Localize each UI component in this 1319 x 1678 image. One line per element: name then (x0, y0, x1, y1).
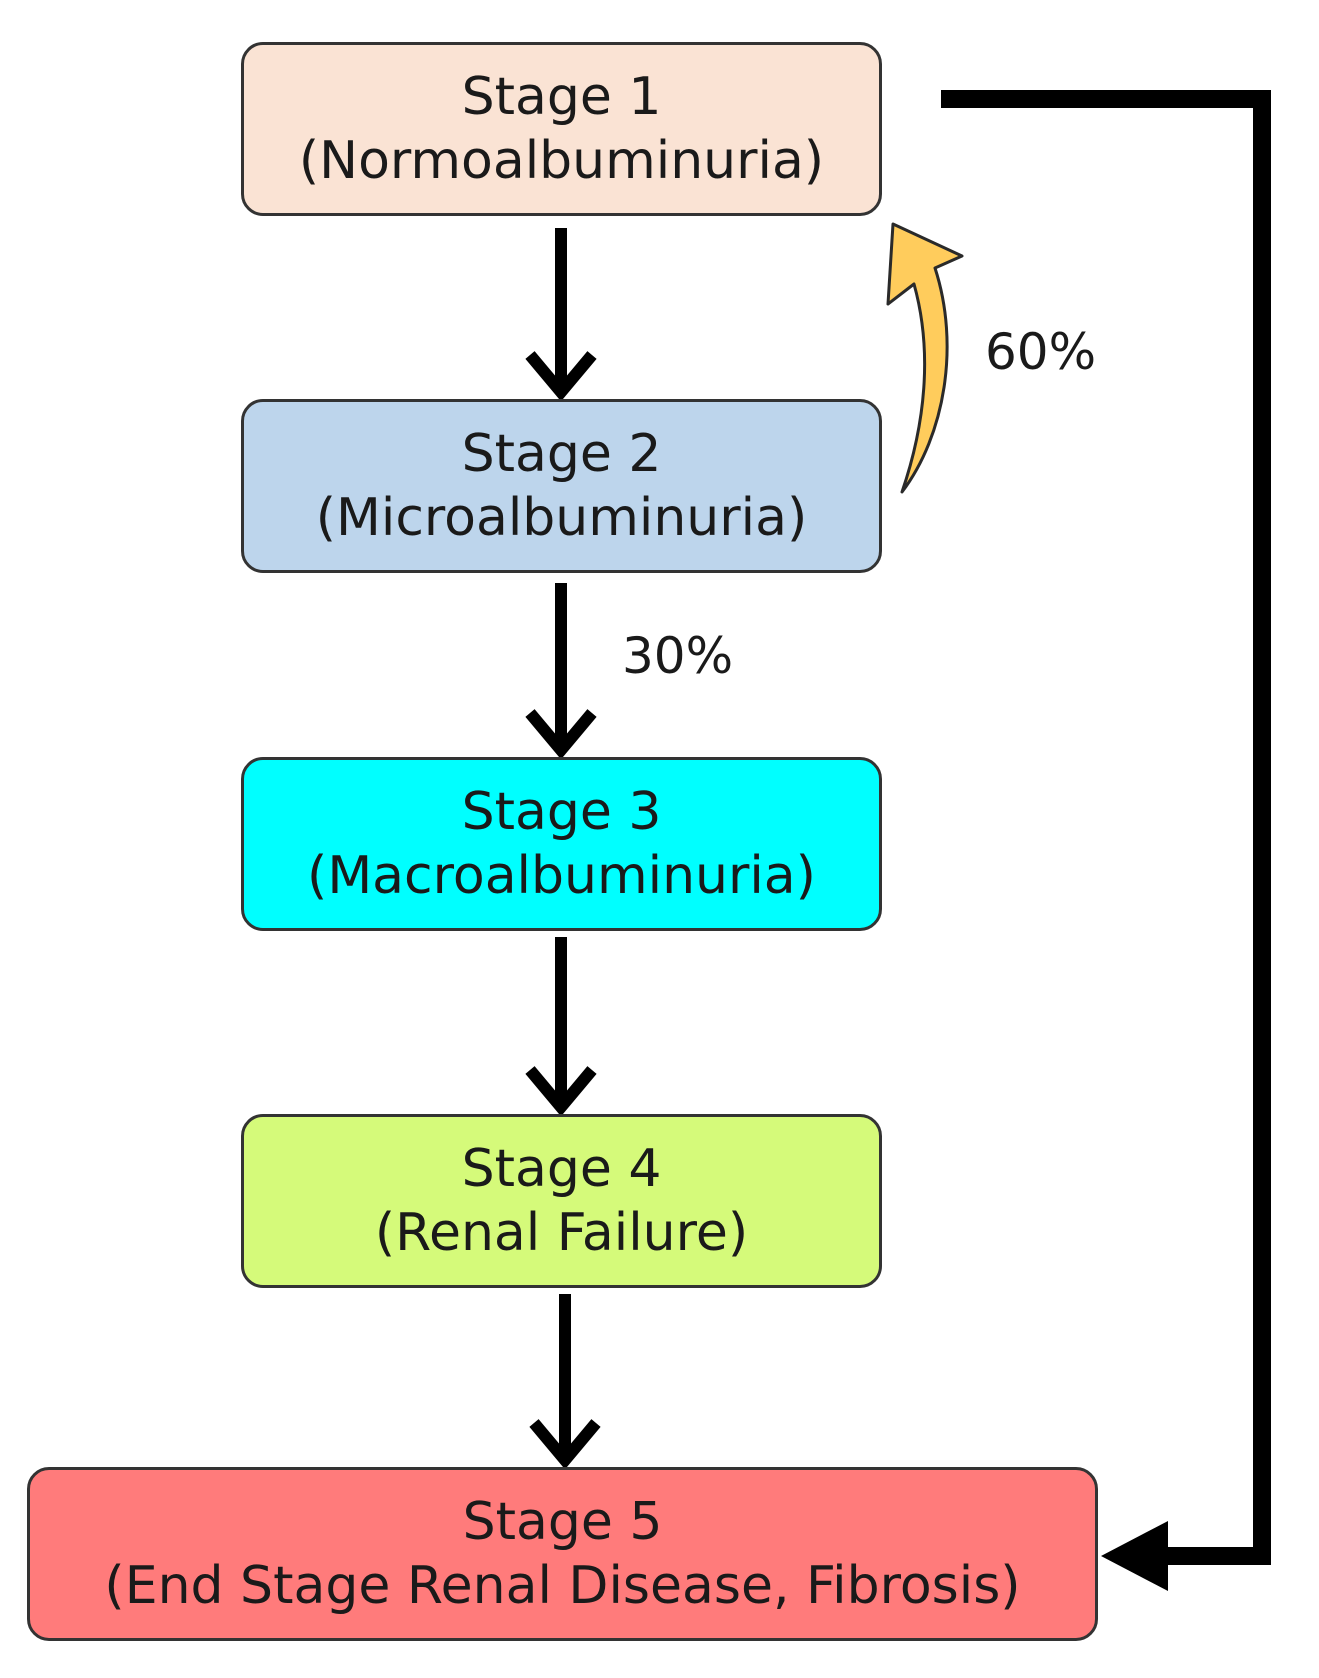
arrow-stage4-to-stage5 (529, 1294, 601, 1470)
stage1-title: Stage 1 (461, 67, 662, 127)
stage5-title: Stage 5 (462, 1492, 663, 1552)
stage5-subtitle: (End Stage Renal Disease, Fibrosis) (104, 1556, 1021, 1616)
stage3-title: Stage 3 (461, 782, 662, 842)
stage4-node: Stage 4 (Renal Failure) (241, 1114, 882, 1288)
stage1-node: Stage 1 (Normoalbuminuria) (241, 42, 882, 216)
stage5-node: Stage 5 (End Stage Renal Disease, Fibros… (27, 1467, 1098, 1641)
stage2-subtitle: (Microalbuminuria) (315, 488, 808, 548)
arrow-stage2-to-stage3 (525, 583, 597, 760)
arrow-stage1-to-stage2 (525, 228, 597, 402)
arrow-stage2-to-stage1-regression (886, 222, 964, 494)
stage4-title: Stage 4 (461, 1139, 662, 1199)
stage3-subtitle: (Macroalbuminuria) (307, 846, 816, 906)
arrow-stage3-to-stage4 (525, 937, 597, 1117)
stage3-node: Stage 3 (Macroalbuminuria) (241, 757, 882, 931)
stage2-node: Stage 2 (Microalbuminuria) (241, 399, 882, 573)
stage1-subtitle: (Normoalbuminuria) (298, 131, 825, 191)
stage2-title: Stage 2 (461, 424, 662, 484)
edge-label-60-percent: 60% (985, 323, 1097, 381)
edge-label-30-percent: 30% (622, 627, 734, 685)
arrow-stage1-to-stage5-bypass (941, 90, 1271, 1591)
stage4-subtitle: (Renal Failure) (374, 1203, 749, 1263)
